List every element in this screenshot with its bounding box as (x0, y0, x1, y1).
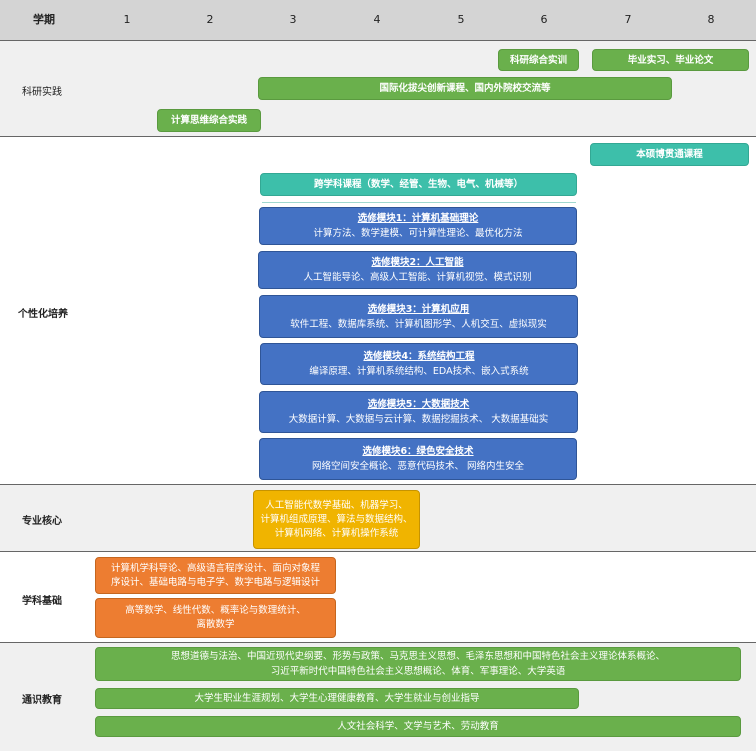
general-box-3: 人文社会科学、文学与艺术、劳动教育 (95, 716, 741, 737)
elective-module-2: 选修模块2：人工智能 人工智能导论、高级人工智能、计算机视觉、模式识别 (258, 251, 577, 289)
elective-module-6: 选修模块6：绿色安全技术 网络空间安全概论、恶意代码技术、 网络内生安全 (259, 438, 577, 480)
semester-header: 学期 1 2 3 4 5 6 7 8 (0, 0, 756, 40)
internship-thesis-bar: 毕业实习、毕业论文 (592, 49, 749, 71)
term-header-label: 学期 (33, 13, 55, 26)
module-1-courses: 计算方法、数学建模、可计算性理论、最优化方法 (313, 228, 523, 239)
semester-8-label: 8 (707, 13, 715, 26)
foundation-box-1-line-1: 计算机学科导论、高级语言程序设计、面向对象程 (110, 562, 320, 574)
computational-thinking-bar: 计算思维综合实践 (157, 109, 261, 132)
section-research-practice: 科研实践 科研综合实训 毕业实习、毕业论文 国际化拔尖创新课程、国内外院校交流等… (0, 40, 756, 136)
module-4-courses: 编译原理、计算机系统结构、EDA技术、嵌入式系统 (309, 366, 529, 377)
module-3-title: 选修模块3：计算机应用 (367, 303, 470, 315)
core-courses-box: 人工智能代数学基础、机器学习、 计算机组成原理、算法与数据结构、 计算机网络、计… (253, 490, 420, 549)
international-exchange-bar: 国际化拔尖创新课程、国内外院校交流等 (258, 77, 672, 100)
general-box-1-line-1: 思想道德与法治、中国近现代史纲要、形势与政策、马克思主义思想、毛泽东思想和中国特… (170, 651, 665, 662)
section-core: 专业核心 人工智能代数学基础、机器学习、 计算机组成原理、算法与数据结构、 计算… (0, 484, 756, 551)
general-box-1-line-2: 习近平新时代中国特色社会主义思想概论、体育、军事理论、大学英语 (270, 666, 566, 677)
undergrad-grad-track-bar: 本硕博贯通课程 (590, 143, 749, 166)
module-5-courses: 大数据计算、大数据与云计算、数据挖掘技术、 大数据基础实 (288, 414, 549, 425)
core-line-1: 人工智能代数学基础、机器学习、 (265, 499, 408, 511)
elective-module-3: 选修模块3：计算机应用 软件工程、数据库系统、计算机图形学、人机交互、虚拟现实 (259, 295, 578, 338)
module-4-title: 选修模块4：系统结构工程 (363, 351, 475, 362)
interdisciplinary-bar: 跨学科课程（数学、经管、生物、电气、机械等） (260, 173, 577, 196)
core-line-3: 计算机网络、计算机操作系统 (274, 527, 399, 539)
section-label-research: 科研实践 (22, 87, 62, 98)
module-6-title: 选修模块6：绿色安全技术 (362, 446, 474, 457)
section-general: 通识教育 思想道德与法治、中国近现代史纲要、形势与政策、马克思主义思想、毛泽东思… (0, 642, 756, 751)
section-label-general: 通识教育 (22, 695, 62, 706)
section-foundation: 学科基础 计算机学科导论、高级语言程序设计、面向对象程 序设计、基础电路与电子学… (0, 551, 756, 642)
foundation-box-2: 高等数学、线性代数、概率论与数理统计、 离散数学 (95, 598, 336, 638)
module-3-courses: 软件工程、数据库系统、计算机图形学、人机交互、虚拟现实 (290, 318, 547, 330)
general-box-1: 思想道德与法治、中国近现代史纲要、形势与政策、马克思主义思想、毛泽东思想和中国特… (95, 647, 741, 681)
module-2-title: 选修模块2：人工智能 (371, 257, 464, 268)
section-label-core: 专业核心 (22, 516, 62, 527)
foundation-box-2-line-1: 高等数学、线性代数、概率论与数理统计、 (125, 605, 306, 616)
module-2-courses: 人工智能导论、高级人工智能、计算机视觉、模式识别 (303, 272, 532, 283)
semester-5-label: 5 (457, 13, 465, 26)
module-1-title: 选修模块1：计算机基础理论 (357, 213, 479, 224)
elective-module-1: 选修模块1：计算机基础理论 计算方法、数学建模、可计算性理论、最优化方法 (259, 207, 577, 245)
module-6-courses: 网络空间安全概论、恶意代码技术、 网络内生安全 (311, 461, 525, 472)
semester-4-label: 4 (373, 13, 381, 26)
elective-module-5: 选修模块5：大数据技术 大数据计算、大数据与云计算、数据挖掘技术、 大数据基础实 (259, 391, 578, 433)
research-training-bar: 科研综合实训 (498, 49, 579, 71)
core-line-2: 计算机组成原理、算法与数据结构、 (260, 513, 413, 525)
semester-6-label: 6 (540, 13, 548, 26)
semester-3-label: 3 (289, 13, 297, 26)
interdisciplinary-underline (262, 202, 576, 203)
section-label-personalized: 个性化培养 (18, 309, 68, 320)
foundation-box-1-line-2: 序设计、基础电路与电子学、数字电路与逻辑设计 (110, 576, 320, 588)
general-box-2: 大学生职业生涯规划、大学生心理健康教育、大学生就业与创业指导 (95, 688, 579, 709)
semester-2-label: 2 (206, 13, 214, 26)
module-5-title: 选修模块5：大数据技术 (367, 399, 470, 410)
foundation-box-1: 计算机学科导论、高级语言程序设计、面向对象程 序设计、基础电路与电子学、数字电路… (95, 557, 336, 594)
elective-module-4: 选修模块4：系统结构工程 编译原理、计算机系统结构、EDA技术、嵌入式系统 (260, 343, 578, 385)
foundation-box-2-line-2: 离散数学 (196, 619, 235, 630)
semester-7-label: 7 (624, 13, 632, 26)
semester-1-label: 1 (123, 13, 131, 26)
section-label-foundation: 学科基础 (22, 596, 62, 607)
